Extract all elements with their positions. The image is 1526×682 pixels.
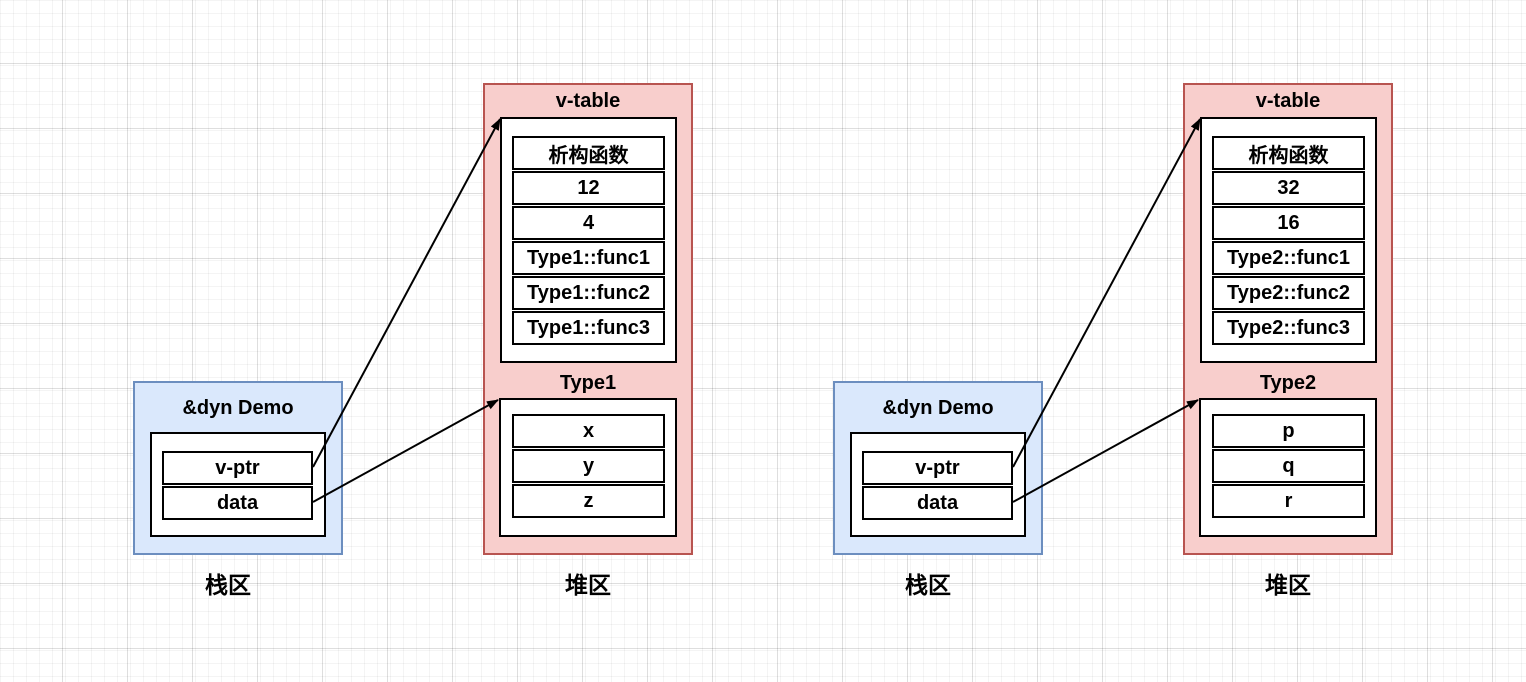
type-field-cell: r [1212, 484, 1365, 518]
diagram-type1: &dyn Demo v-ptr data v-table 析构函数 12 4 T… [133, 83, 693, 598]
heap-box: v-table 析构函数 12 4 Type1::func1 Type1::fu… [483, 83, 693, 555]
vtable-func3-cell: Type2::func3 [1212, 311, 1365, 345]
vtable-size-cell: 12 [512, 171, 665, 205]
type-field-cell: p [1212, 414, 1365, 448]
data-cell: data [862, 486, 1013, 520]
stack-area-label: 栈区 [205, 572, 251, 598]
vtable-align-cell: 4 [512, 206, 665, 240]
vtable-rows: 析构函数 32 16 Type2::func1 Type2::func2 Typ… [1212, 136, 1365, 345]
vptr-cell: v-ptr [162, 451, 313, 485]
vptr-cell: v-ptr [862, 451, 1013, 485]
heap-area-label: 堆区 [565, 572, 611, 598]
fat-pointer-rows: v-ptr data [162, 451, 313, 520]
vtable-func2-cell: Type1::func2 [512, 276, 665, 310]
type-field-cell: y [512, 449, 665, 483]
stack-box: &dyn Demo v-ptr data [133, 381, 343, 555]
vtable-destructor-cell: 析构函数 [512, 136, 665, 170]
type-field-cell: x [512, 414, 665, 448]
type-field-cell: q [1212, 449, 1365, 483]
type-field-cell: z [512, 484, 665, 518]
vtable-func1-cell: Type1::func1 [512, 241, 665, 275]
vtable-destructor-cell: 析构函数 [1212, 136, 1365, 170]
type-title: Type2 [1259, 372, 1317, 394]
heap-box: v-table 析构函数 32 16 Type2::func1 Type2::f… [1183, 83, 1393, 555]
stack-area-label: 栈区 [905, 572, 951, 598]
type-rows: x y z [512, 414, 665, 518]
vtable-func3-cell: Type1::func3 [512, 311, 665, 345]
stack-box-title: &dyn Demo [882, 397, 994, 419]
vtable-title: v-table [1255, 90, 1321, 112]
diagram-type2: &dyn Demo v-ptr data v-table 析构函数 32 16 … [700, 0, 1463, 682]
vtable-func2-cell: Type2::func2 [1212, 276, 1365, 310]
type-rows: p q r [1212, 414, 1365, 518]
fat-pointer-rows: v-ptr data [862, 451, 1013, 520]
stack-box-title: &dyn Demo [182, 397, 294, 419]
type-title: Type1 [559, 372, 617, 394]
vtable-func1-cell: Type2::func1 [1212, 241, 1365, 275]
vtable-rows: 析构函数 12 4 Type1::func1 Type1::func2 Type… [512, 136, 665, 345]
vtable-align-cell: 16 [1212, 206, 1365, 240]
vtable-title: v-table [555, 90, 621, 112]
vtable-size-cell: 32 [1212, 171, 1365, 205]
heap-area-label: 堆区 [1265, 572, 1311, 598]
data-cell: data [162, 486, 313, 520]
stack-box: &dyn Demo v-ptr data [833, 381, 1043, 555]
